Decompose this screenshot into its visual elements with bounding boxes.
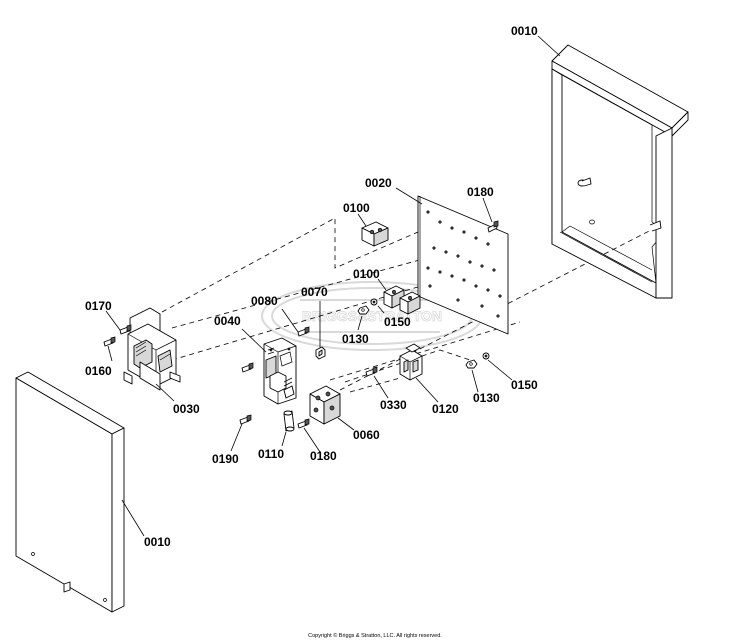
screw-0080 bbox=[297, 326, 310, 337]
callout-0150-bottom: 0150 bbox=[511, 378, 538, 392]
callout-0080: 0080 bbox=[251, 294, 278, 308]
callout-0160: 0160 bbox=[85, 364, 112, 378]
callout-0010-enclosure: 0010 bbox=[511, 24, 538, 38]
callout-0010-cover: 0010 bbox=[144, 535, 171, 549]
copyright-notice: Copyright © Briggs & Stratton, LLC. All … bbox=[308, 632, 442, 639]
screw-0160 bbox=[103, 336, 116, 347]
connector-0120 bbox=[399, 343, 423, 381]
screw-0180-bottom bbox=[297, 418, 310, 429]
callout-0190: 0190 bbox=[212, 452, 239, 466]
nut-0130-mid bbox=[357, 305, 370, 315]
washer-0150-bottom bbox=[482, 352, 490, 360]
callout-0120: 0120 bbox=[432, 402, 459, 416]
screw-0170 bbox=[119, 324, 132, 335]
callout-0020: 0020 bbox=[365, 176, 392, 190]
enclosure-box bbox=[551, 44, 689, 299]
callout-0060: 0060 bbox=[353, 428, 380, 442]
callout-0330: 0330 bbox=[380, 398, 407, 412]
callout-0180-bottom: 0180 bbox=[310, 449, 337, 463]
callout-0130-bottom: 0130 bbox=[473, 391, 500, 405]
watermark-text: BRIGGS&STRATTON bbox=[302, 308, 442, 324]
terminal-block-0060 bbox=[309, 385, 341, 425]
front-cover bbox=[15, 371, 125, 613]
washer-0150-mid bbox=[370, 298, 378, 306]
terminal-block-0100-top bbox=[361, 221, 389, 247]
callout-0170: 0170 bbox=[85, 299, 112, 313]
bracket-assembly-0030 bbox=[123, 307, 181, 391]
screw-0190 bbox=[239, 414, 252, 425]
callout-0040: 0040 bbox=[214, 314, 241, 328]
callout-0110: 0110 bbox=[258, 447, 284, 461]
callout-0130-mid: 0130 bbox=[342, 332, 369, 346]
back-panel bbox=[417, 195, 509, 335]
callout-0070: 0070 bbox=[301, 285, 328, 299]
nut-0130-bottom bbox=[465, 359, 478, 369]
leader-lines bbox=[105, 35, 561, 537]
callout-0030: 0030 bbox=[173, 402, 200, 416]
control-board-0040 bbox=[263, 337, 297, 405]
callout-0100-top: 0100 bbox=[343, 201, 370, 215]
fuse-0110 bbox=[283, 410, 295, 432]
callout-0150-mid: 0150 bbox=[384, 315, 411, 329]
callout-labels: 0010 0020 0180 0100 0100 0150 0130 0070 … bbox=[85, 24, 538, 549]
callout-0180-top: 0180 bbox=[467, 185, 494, 199]
terminal-block-0100-mid bbox=[383, 285, 421, 315]
screw-0330 bbox=[365, 366, 378, 377]
screw-0180-top bbox=[487, 220, 499, 233]
screw-0040-left bbox=[241, 362, 254, 373]
part-0070 bbox=[315, 346, 326, 360]
callout-0100-mid: 0100 bbox=[353, 267, 380, 281]
